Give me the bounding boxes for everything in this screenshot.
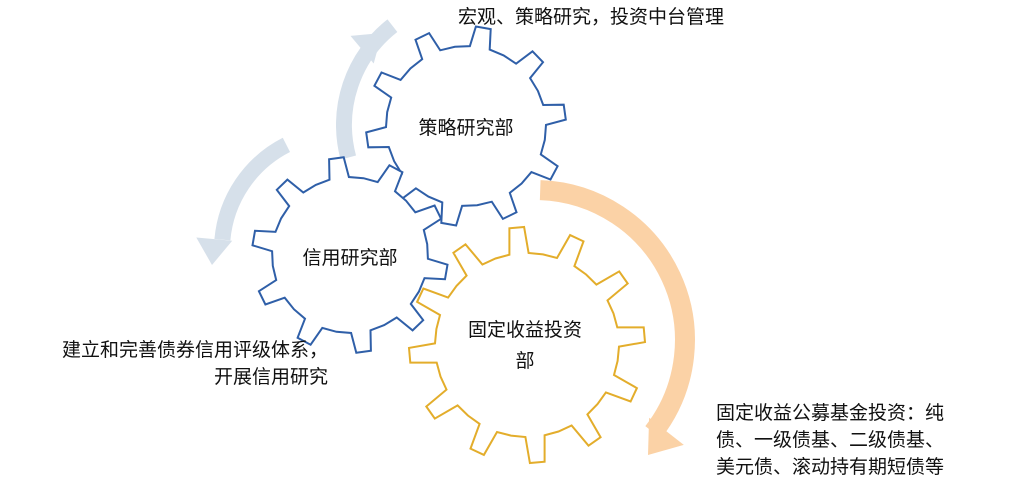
caption-credit: 建立和完善债券信用评级体系， 开展信用研究 [8,337,328,391]
caption-credit-line2: 开展信用研究 [213,366,328,388]
gear-strategy-label: 策略研究部 [418,117,513,139]
gear-credit-label: 信用研究部 [302,247,397,269]
cycle-arrow-upper-head [350,33,382,64]
cycle-arrow-right-head [648,417,684,455]
gear-fixed-income-label-line2: 部 [515,350,534,372]
cycle-arrow-left-head [196,237,233,265]
caption-fixed-income-line2: 债、一级债基、二级债基、 [716,429,945,451]
gear-fixed-income-label-line1: 固定收益投资 [468,319,582,341]
caption-fixed-income: 固定收益公募基金投资：纯 债、一级债基、二级债基、 美元债、滚动持有期短债等 [716,400,944,481]
caption-fixed-income-line3: 美元债、滚动持有期短债等 [716,456,945,478]
cycle-arrow-left [214,137,291,241]
cycle-arrow-right [539,180,695,439]
caption-strategy: 宏观、策略研究，投资中台管理 [458,4,724,31]
caption-fixed-income-line1: 固定收益公募基金投资：纯 [716,402,945,424]
gear-fixed-income-investment [407,225,647,465]
caption-credit-line1: 建立和完善债券信用评级体系， [61,339,328,361]
caption-strategy-text: 宏观、策略研究，投资中台管理 [458,6,725,28]
gear-strategy-research [365,25,567,227]
gear-credit-research [251,156,449,354]
